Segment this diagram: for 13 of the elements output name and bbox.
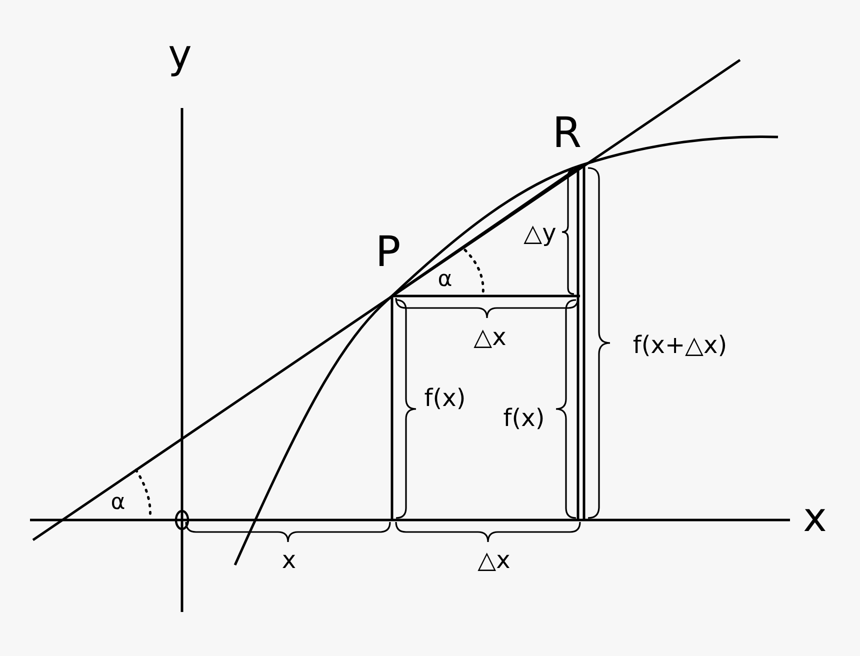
- math-label: x: [803, 498, 827, 538]
- math-label: P: [375, 231, 401, 273]
- math-label: R: [552, 112, 582, 154]
- math-label: α: [110, 492, 126, 514]
- math-label: △y: [524, 221, 556, 245]
- math-label: f(x): [424, 386, 466, 410]
- math-label: △x: [478, 548, 510, 572]
- math-label: f(x+△x): [632, 333, 728, 357]
- math-label: y: [168, 35, 192, 75]
- math-label: α: [438, 269, 452, 291]
- math-label: x: [282, 548, 296, 572]
- math-label: △x: [474, 325, 506, 349]
- math-label: f(x): [503, 406, 545, 430]
